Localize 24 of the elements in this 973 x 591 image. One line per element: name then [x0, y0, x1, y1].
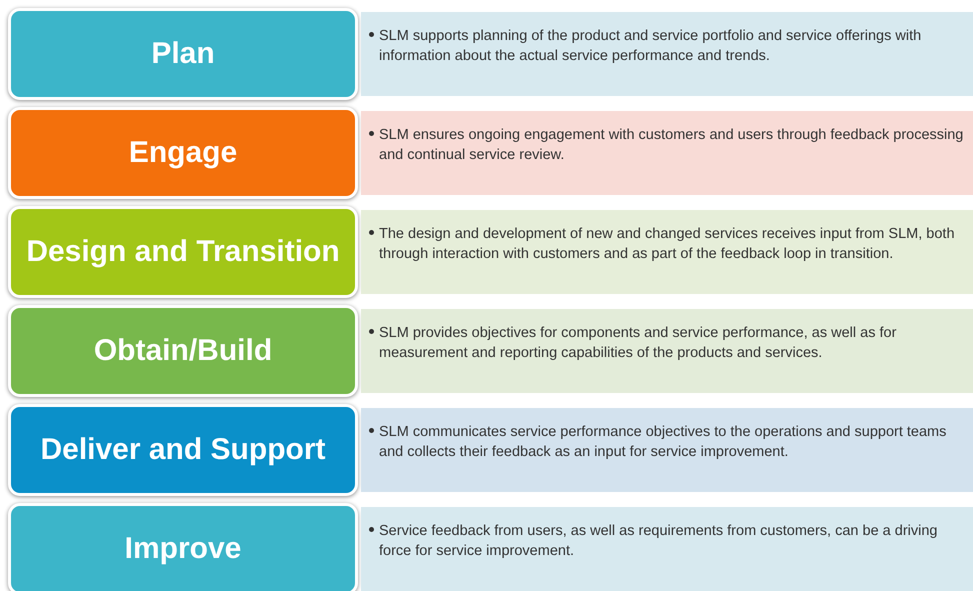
description-panel [361, 12, 973, 96]
stage-box [8, 206, 358, 298]
stage-box [8, 503, 358, 591]
description-panel [361, 309, 973, 393]
stage-box [8, 404, 358, 496]
description-text: SLM ensures ongoing engagement with customers and users through feedback processing and continual service review. [379, 126, 964, 165]
description-panel [361, 507, 973, 591]
stage-title: Improve [124, 532, 242, 566]
stage-box [8, 107, 358, 199]
stage-title: Deliver and Support [40, 433, 326, 467]
stage-title: Obtain/Build [94, 334, 272, 368]
stage-title: Design and Transition [26, 235, 340, 269]
description-text: SLM supports planning of the product and service portfolio and service offerings with information about the actual service performance and trends. [379, 27, 922, 66]
stage-title: Engage [128, 136, 238, 170]
description-panel [361, 408, 973, 492]
description-panel [361, 111, 973, 195]
description-text: Service feedback from users, as well as requirements from customers, can be a driving force for service improvement. [379, 522, 938, 561]
stage-box [8, 305, 358, 397]
stage-title: Plan [151, 37, 215, 71]
description-panel [361, 210, 973, 294]
description-text: The design and development of new and changed services receives input from SLM, both through interaction with customers and as part of the feedback loop in transition. [379, 225, 956, 264]
description-text: SLM provides objectives for components and service performance, as well as for measurement and reporting capabilities of the products and services. [379, 324, 898, 363]
description-text: SLM communicates service performance objectives to the operations and support teams and collects their feedback as an input for service improvement. [379, 423, 948, 462]
stage-box [8, 8, 358, 100]
